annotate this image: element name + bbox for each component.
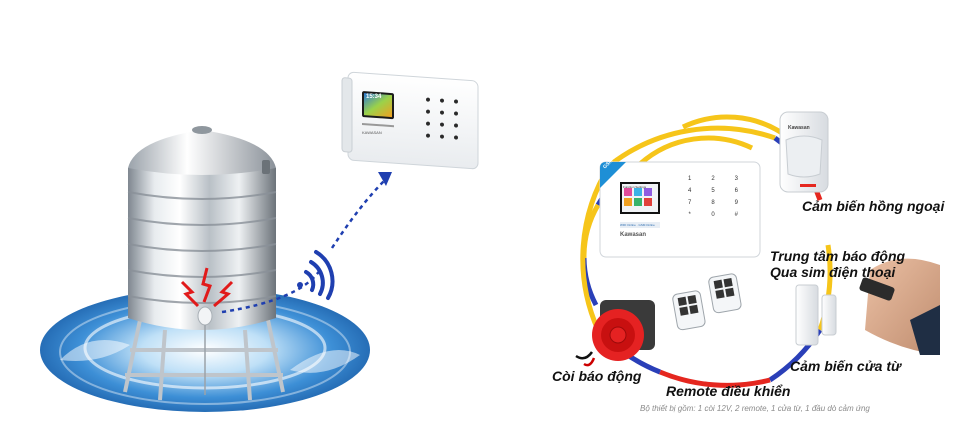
key: 4 <box>687 188 692 194</box>
system-ring <box>681 114 787 138</box>
siren-label: Còi báo động <box>552 368 642 384</box>
panel-brand: KAWASAN <box>362 130 382 135</box>
kit-caption: Bộ thiết bị gồm: 1 còi 12V, 2 remote, 1 … <box>640 404 870 413</box>
siren-icon <box>575 300 655 367</box>
pir-sensor-icon <box>779 111 829 193</box>
key: 5 <box>711 188 715 194</box>
key: 3 <box>734 176 738 182</box>
arrow-head-icon <box>378 172 392 186</box>
pir-brand: Kawasan <box>788 125 810 131</box>
panel-brand: Kawasan <box>620 232 647 238</box>
signal-arrow-path <box>330 179 386 249</box>
remote-control-icon <box>708 273 742 314</box>
door-sensor-icon <box>795 284 837 346</box>
alarm-panel-icon <box>341 71 479 170</box>
signal-path <box>221 269 322 314</box>
wifi-signal-icon <box>297 250 335 300</box>
remote-control-icon <box>672 290 706 331</box>
water-tank-icon <box>123 126 285 401</box>
key: 1 <box>687 176 692 182</box>
alarm-panel-overlay: 15:34 KAWASAN <box>348 72 478 160</box>
panel-status-bar: WIFI Online · GSM Online <box>620 223 655 227</box>
key: 8 <box>711 200 715 206</box>
key: 9 <box>734 200 738 206</box>
key: 0 <box>711 212 715 218</box>
hand-phone-icon <box>859 258 940 355</box>
pir-sensor-label: Cảm biến hồng ngoại <box>802 198 945 214</box>
panel-keypad: 1 2 3 4 5 6 7 8 9 * 0 # <box>678 176 748 218</box>
panel-screen-title: Function Settings <box>623 185 647 189</box>
center-label-line2: Qua sim điện thoại <box>770 264 896 280</box>
center-panel-overlay: GSM + WIFI Function Settings WIFI Online… <box>600 146 760 257</box>
alarm-center-panel <box>599 161 761 258</box>
key: 6 <box>734 188 738 194</box>
key: 2 <box>711 176 715 182</box>
key: * <box>688 212 691 218</box>
remote-label: Remote điều khiển <box>666 383 791 399</box>
center-label-line1: Trung tâm báo động <box>770 248 906 264</box>
key: 7 <box>687 200 692 206</box>
key: # <box>734 212 738 218</box>
door-sensor-label: Cảm biến cửa từ <box>790 358 902 374</box>
panel-screen-time: 15:34 <box>366 94 382 100</box>
water-leak-sensor-icon <box>180 267 234 395</box>
